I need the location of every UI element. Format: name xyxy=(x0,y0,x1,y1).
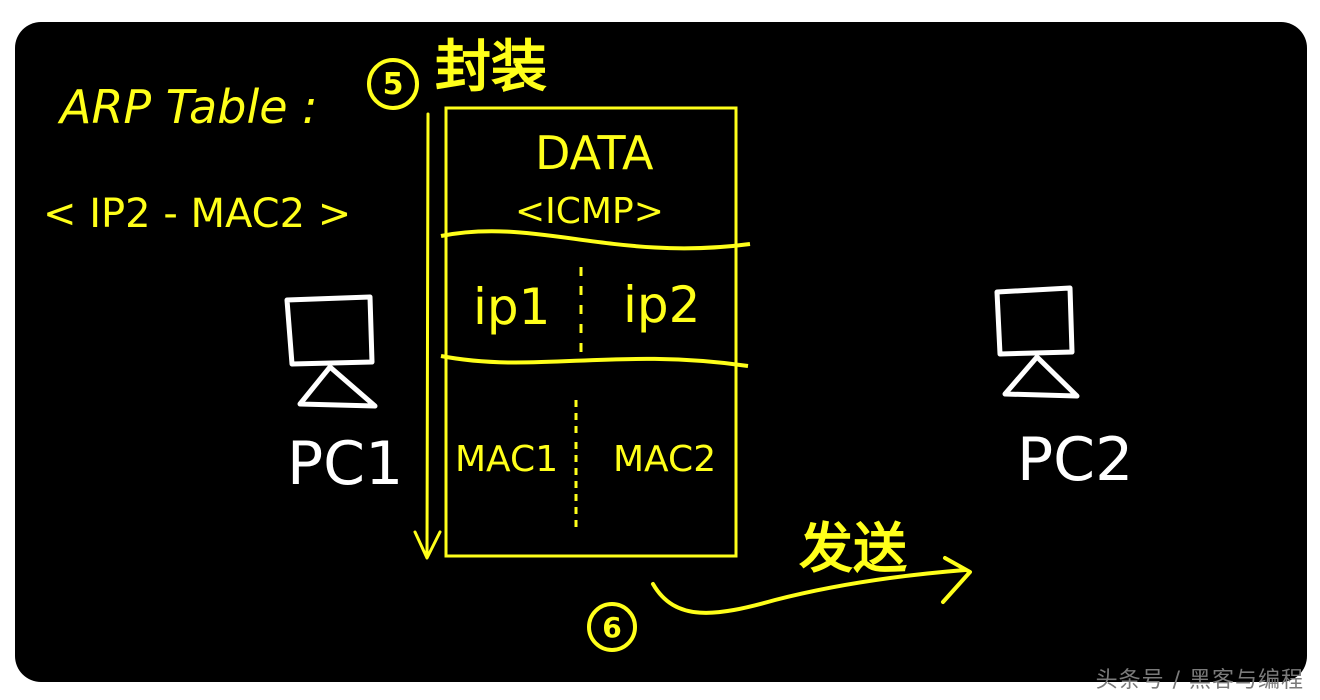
send-arrow xyxy=(651,556,972,615)
diagram-sketch xyxy=(284,106,1080,615)
encapsulate-arrow xyxy=(413,112,442,560)
separator-ip-mac xyxy=(440,354,749,368)
arp-table-title: ARP Table : xyxy=(60,80,318,134)
watermark: 头条号 / 黑客与编程 xyxy=(1095,668,1304,693)
packet-mac-src: MAC1 xyxy=(455,439,559,480)
packet-mac-dst: MAC2 xyxy=(613,439,717,480)
pc1-icon xyxy=(284,294,378,409)
blackboard: ARP Table : < IP2 - MAC2 > 5 封装 DATA <IC… xyxy=(15,22,1307,682)
pc2-icon xyxy=(994,285,1080,399)
step-6-label: 发送 xyxy=(799,517,907,580)
arp-table-entry: < IP2 - MAC2 > xyxy=(43,191,352,237)
packet-data-title: DATA xyxy=(535,126,654,180)
step-5-label: 封装 xyxy=(435,35,547,100)
packet-data-sub: <ICMP> xyxy=(515,191,664,232)
step-6-number: 6 xyxy=(587,602,637,652)
separator-data-ip xyxy=(440,229,751,251)
packet-ip-src: ip1 xyxy=(473,278,551,336)
step-5-number: 5 xyxy=(367,58,419,110)
pc1-label: PC1 xyxy=(287,429,404,499)
packet-frame xyxy=(444,106,738,558)
packet-ip-dst: ip2 xyxy=(623,276,701,334)
pc2-label: PC2 xyxy=(1017,425,1134,495)
